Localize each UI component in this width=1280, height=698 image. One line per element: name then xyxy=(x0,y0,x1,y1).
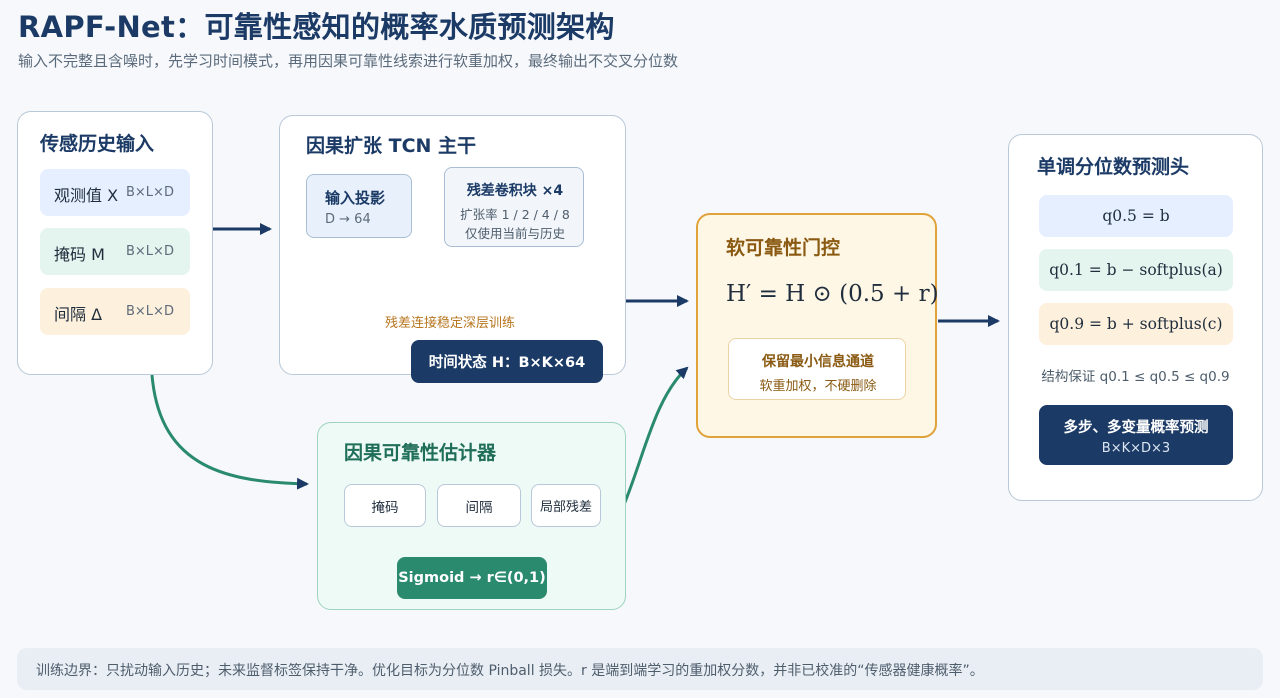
gate-formula: H′ = H ⊙ (0.5 + r) xyxy=(726,281,939,307)
arrow-input-to-reliability xyxy=(150,374,309,490)
input-chip-mask: 掩码 M B×L×D xyxy=(40,228,190,275)
tcn-panel-title: 因果扩张 TCN 主干 xyxy=(306,135,477,157)
residual-block-box: 残差卷积块 ×4 扩张率 1 / 2 / 4 / 8 仅使用当前与历史 xyxy=(444,167,584,247)
cue-interval: 间隔 xyxy=(437,484,521,527)
input-dim-mask: B×L×D xyxy=(126,244,174,259)
output-badge: 多步、多变量概率预测 B×K×D×3 xyxy=(1039,405,1233,465)
residual-block-causal: 仅使用当前与历史 xyxy=(464,226,565,241)
gate-panel-title: 软可靠性门控 xyxy=(726,237,841,259)
residual-block-dilation: 扩张率 1 / 2 / 4 / 8 xyxy=(460,207,570,222)
cue-local-residual: 局部残差 xyxy=(531,484,601,527)
quantile-q50: q0.5 = b xyxy=(1039,195,1233,237)
reliability-panel-title: 因果可靠性估计器 xyxy=(344,442,497,464)
tcn-panel: 因果扩张 TCN 主干 输入投影 D → 64 残差卷积块 ×4 扩张率 1 /… xyxy=(279,115,626,375)
input-label-interval: 间隔 Δ xyxy=(54,305,103,324)
page-subtitle: 输入不完整且含噪时，先学习时间模式，再用因果可靠性线索进行软重加权，最终输出不交… xyxy=(18,52,679,70)
cue-mask: 掩码 xyxy=(344,484,426,527)
input-label-observation: 观测值 X xyxy=(54,186,119,205)
input-panel-title: 传感历史输入 xyxy=(40,133,155,155)
reliability-panel: 因果可靠性估计器 掩码 间隔 局部残差 xyxy=(317,422,626,610)
input-projection-box: 输入投影 D → 64 xyxy=(306,174,412,238)
gate-note-title: 保留最小信息通道 xyxy=(762,354,874,370)
input-projection-dim: D → 64 xyxy=(325,212,371,227)
output-dim: B×K×D×3 xyxy=(1101,441,1171,456)
residual-block-title: 残差卷积块 ×4 xyxy=(466,183,564,199)
residual-connection-note: 残差连接稳定深层训练 xyxy=(385,316,516,331)
gate-note-box: 保留最小信息通道 软重加权，不硬删除 xyxy=(728,338,906,400)
input-chip-observation: 观测值 X B×L×D xyxy=(40,169,190,216)
quantile-guarantee: 结构保证 q0.1 ≤ q0.5 ≤ q0.9 xyxy=(1041,369,1230,385)
input-label-mask: 掩码 M xyxy=(54,245,105,264)
input-dim-observation: B×L×D xyxy=(126,185,174,200)
gate-note-sub: 软重加权，不硬删除 xyxy=(759,379,877,394)
quantile-q10: q0.1 = b − softplus(a) xyxy=(1039,249,1233,291)
training-boundary-footer: 训练边界：只扰动输入历史；未来监督标签保持干净。优化目标为分位数 Pinball… xyxy=(17,648,1263,690)
quantile-q90: q0.9 = b + softplus(c) xyxy=(1039,303,1233,345)
quantile-head-panel: 单调分位数预测头 q0.5 = b q0.1 = b − softplus(a)… xyxy=(1008,134,1263,501)
sigmoid-badge: Sigmoid → r∈(0,1) xyxy=(397,557,547,599)
training-boundary-text: 训练边界：只扰动输入历史；未来监督标签保持干净。优化目标为分位数 Pinball… xyxy=(36,663,984,679)
page-title: RAPF-Net：可靠性感知的概率水质预测架构 xyxy=(18,10,615,44)
input-panel: 传感历史输入 观测值 X B×L×D 掩码 M B×L×D 间隔 Δ B×L×D xyxy=(17,111,213,375)
gate-panel: 软可靠性门控 H′ = H ⊙ (0.5 + r) 保留最小信息通道 软重加权，… xyxy=(696,213,939,438)
time-state-badge: 时间状态 H：B×K×64 xyxy=(411,340,603,383)
input-dim-interval: B×L×D xyxy=(126,304,174,319)
input-projection-title: 输入投影 xyxy=(325,189,386,207)
output-title: 多步、多变量概率预测 xyxy=(1063,420,1209,436)
input-chip-interval: 间隔 Δ B×L×D xyxy=(40,288,190,335)
quantile-head-title: 单调分位数预测头 xyxy=(1037,156,1190,178)
